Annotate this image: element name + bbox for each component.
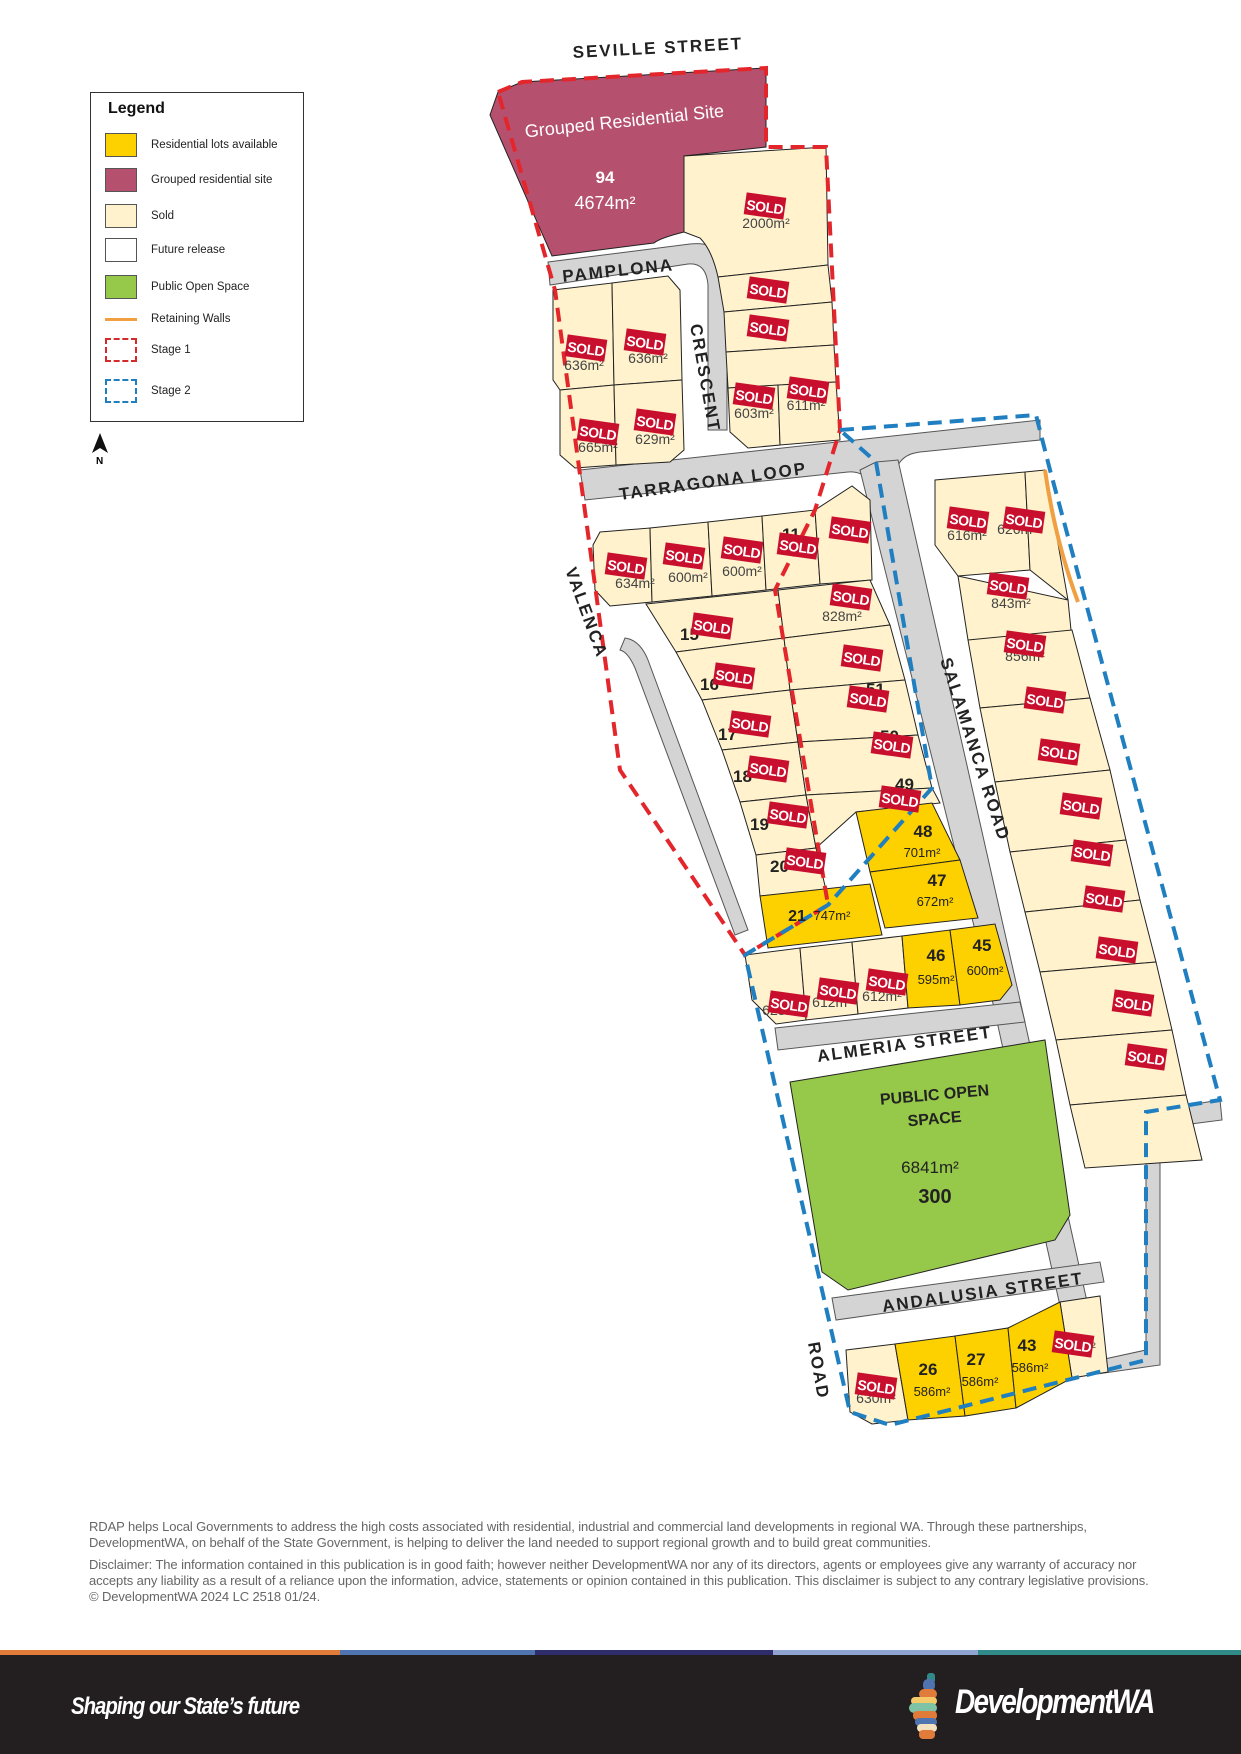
svg-text:828m²: 828m² [822, 608, 862, 624]
svg-text:18: 18 [733, 767, 752, 786]
footer: Shaping our State’s future DevelopmentWA [0, 1655, 1241, 1754]
stage2-dash-icon [105, 379, 137, 403]
svg-text:43: 43 [1018, 1336, 1037, 1355]
stage-1-boundary [495, 65, 843, 958]
stage-2-boundary [742, 412, 1223, 1428]
legend-item-pos: Public Open Space [105, 275, 305, 299]
retaining-wall [1043, 469, 1080, 603]
svg-text:45: 45 [973, 936, 992, 955]
svg-text:ROAD: ROAD [804, 1340, 833, 1400]
svg-text:21: 21 [788, 908, 806, 925]
svg-text:27: 27 [967, 1350, 986, 1369]
svg-text:672m²: 672m² [917, 894, 955, 909]
svg-text:747m²: 747m² [814, 908, 852, 923]
svg-text:595m²: 595m² [918, 972, 956, 987]
svg-text:20: 20 [770, 857, 789, 876]
svg-text:600m²: 600m² [668, 569, 708, 585]
legend-title: Legend [108, 100, 165, 117]
svg-text:600m²: 600m² [967, 963, 1005, 978]
grouped-residential-site[interactable] [489, 67, 767, 257]
lot-43 [1007, 1301, 1073, 1409]
lot-47 [869, 859, 979, 929]
legend-item-sold: Sold [105, 204, 305, 228]
available-swatch-icon [105, 133, 137, 157]
svg-text:603m²: 603m² [734, 405, 774, 421]
stage1-dash-icon [105, 338, 137, 362]
rdap-text: RDAP helps Local Governments to address … [89, 1519, 1087, 1550]
sold-swatch-icon [105, 204, 137, 228]
tagline: Shaping our State’s future [71, 1693, 300, 1720]
svg-text:SPACE: SPACE [907, 1109, 963, 1131]
north-arrow-icon [92, 433, 108, 453]
public-open-space[interactable] [789, 1039, 1071, 1291]
svg-text:300: 300 [918, 1186, 951, 1208]
legend-item-retaining: Retaining Walls [105, 307, 305, 331]
svg-text:47: 47 [928, 871, 947, 890]
svg-text:26: 26 [919, 1360, 938, 1379]
color-bar [0, 1650, 1241, 1655]
brand-name[interactable]: DevelopmentWA [955, 1683, 1155, 1721]
north-label: N [96, 456, 104, 467]
svg-text:94: 94 [596, 168, 615, 187]
developmentwa-logo-icon [909, 1673, 937, 1739]
svg-text:4674m²: 4674m² [574, 193, 635, 213]
svg-text:6841m²: 6841m² [901, 1158, 959, 1177]
lot-21 [759, 883, 883, 949]
lot-45 [949, 923, 1013, 1006]
svg-text:586m²: 586m² [962, 1374, 1000, 1389]
svg-text:701m²: 701m² [904, 845, 942, 860]
legend: Legend Residential lots available Groupe… [90, 92, 304, 422]
legend-item-available: Residential lots available [105, 133, 305, 157]
future-swatch-icon [105, 238, 137, 262]
available-lots[interactable] [759, 802, 1073, 1421]
legend-item-stage1: Stage 1 [105, 338, 305, 362]
svg-text:2000m²: 2000m² [742, 215, 790, 231]
legend-item-future: Future release [105, 238, 305, 262]
svg-text:586m²: 586m² [914, 1384, 952, 1399]
disclaimer-text: Disclaimer: The information contained in… [89, 1557, 1149, 1604]
footnote: RDAP helps Local Governments to address … [89, 1519, 1149, 1611]
svg-text:SEVILLE STREET: SEVILLE STREET [572, 34, 743, 62]
svg-text:19: 19 [750, 815, 769, 834]
svg-text:586m²: 586m² [1012, 1360, 1050, 1375]
grouped-swatch-icon [105, 168, 137, 192]
svg-text:46: 46 [927, 946, 946, 965]
available-lot-labels: 48 701m² 47 672m² 21 747m² 46 595m² 45 6… [788, 822, 1049, 1399]
svg-text:634m²: 634m² [615, 575, 655, 591]
retaining-line-icon [105, 317, 137, 321]
svg-text:600m²: 600m² [722, 563, 762, 579]
legend-item-stage2: Stage 2 [105, 379, 305, 403]
svg-text:636m²: 636m² [564, 357, 604, 373]
legend-item-grouped: Grouped residential site [105, 168, 305, 192]
svg-text:843m²: 843m² [991, 595, 1031, 611]
pos-swatch-icon [105, 275, 137, 299]
svg-text:48: 48 [914, 822, 933, 841]
svg-text:629m²: 629m² [635, 431, 675, 447]
